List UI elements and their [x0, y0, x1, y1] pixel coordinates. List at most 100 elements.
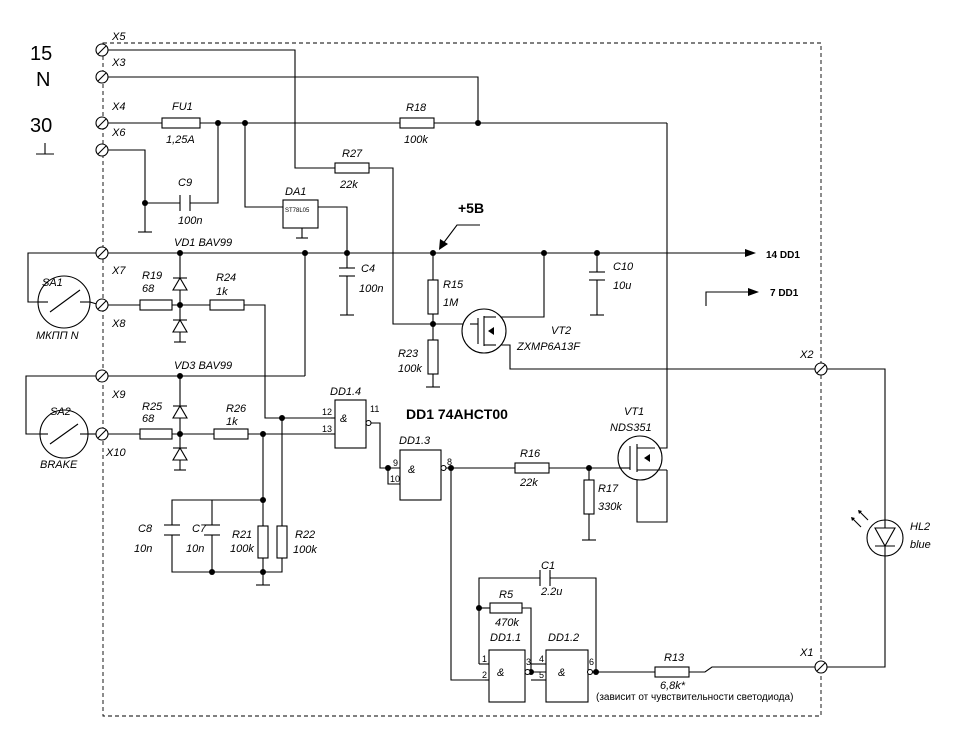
gate-dd11-symbol: &: [497, 667, 504, 679]
sa2-name: SA2: [50, 406, 71, 418]
terminal-x5: X5: [111, 31, 126, 43]
r26-body: [213, 428, 249, 440]
pin-12: 12: [322, 407, 332, 417]
hl2-name: HL2: [910, 521, 930, 533]
r24-value: 1k: [216, 286, 228, 298]
c1-value: 2.2u: [540, 586, 562, 598]
r24-name: R24: [216, 272, 236, 284]
chip-label: DD1 74AHCT00: [406, 406, 508, 422]
switch-sa1: [37, 275, 91, 329]
r17-body: [583, 479, 595, 515]
gate-dd13: [399, 449, 447, 501]
terminal-x9: X9: [111, 389, 125, 401]
r13-value: 6,8k*: [660, 680, 686, 692]
r26-value: 1k: [226, 416, 238, 428]
pin-3: 3: [526, 657, 531, 667]
terminal-x2: X2: [799, 349, 813, 361]
out14-label: 14 DD1: [766, 250, 800, 261]
pin-1: 1: [482, 654, 487, 664]
r16-name: R16: [520, 448, 541, 460]
r17-value: 330k: [598, 501, 622, 513]
terminal-x7: X7: [111, 265, 126, 277]
pin-13: 13: [322, 424, 332, 434]
fu1-name: FU1: [172, 101, 193, 113]
terminal-x4: X4: [111, 101, 125, 113]
sa2-value: BRAKE: [40, 459, 78, 471]
vt1-name: VT1: [624, 406, 644, 418]
terminal-x3: X3: [111, 57, 126, 69]
r19-body: [139, 299, 173, 311]
r18-value: 100k: [404, 134, 428, 146]
junctions: [142, 120, 600, 675]
resistor-symbols: [139, 117, 690, 678]
r19-value: 68: [142, 283, 155, 295]
sa1-name: SA1: [42, 277, 63, 289]
r25-value: 68: [142, 413, 155, 425]
vt2-name: VT2: [551, 325, 571, 337]
r13-body: [654, 666, 690, 678]
diode-symbols: [172, 276, 188, 461]
note: (зависит от чувствительности светодиода): [596, 692, 793, 703]
terminal-x8: X8: [111, 318, 126, 330]
vd3-label: VD3 BAV99: [174, 360, 232, 372]
r21-name: R21: [232, 529, 252, 541]
r21-value: 100k: [230, 543, 254, 555]
terminal-x10: X10: [105, 447, 126, 459]
pin-8: 8: [447, 457, 452, 467]
c7-name: C7: [192, 523, 207, 535]
r18-name: R18: [406, 102, 427, 114]
dd12-name: DD1.2: [548, 632, 579, 644]
da1-regulator: [282, 199, 319, 229]
dd14-name: DD1.4: [330, 386, 361, 398]
r22-value: 100k: [293, 544, 317, 556]
terminal-x1: X1: [799, 647, 813, 659]
r23-body: [427, 339, 439, 375]
vt2-value: ZXMP6A13F: [516, 341, 581, 353]
r17-name: R17: [598, 483, 619, 495]
pin-6: 6: [589, 657, 594, 667]
r5-value: 470k: [495, 617, 519, 629]
r15-value: 1M: [443, 297, 459, 309]
r27-body: [334, 162, 370, 174]
out14-arrow: [745, 249, 756, 257]
r15-name: R15: [443, 279, 464, 291]
c8-value: 10n: [134, 543, 152, 555]
r22-body: [276, 525, 288, 559]
sa1-value: МКПП N: [36, 330, 79, 342]
c4-name: C4: [361, 263, 375, 275]
led-hl2: [851, 510, 904, 557]
r19-name: R19: [142, 270, 162, 282]
r25-name: R25: [142, 401, 163, 413]
r23-value: 100k: [398, 363, 422, 375]
c7-value: 10n: [186, 543, 204, 555]
pin-9: 9: [393, 458, 398, 468]
supply-label: +5В: [458, 200, 484, 216]
pin-5: 5: [539, 670, 544, 680]
label-15: 15: [30, 43, 52, 65]
pin-4: 4: [539, 654, 544, 664]
c8-name: C8: [138, 523, 153, 535]
label-30: 30: [30, 115, 52, 137]
da1-value: ST78L05: [285, 208, 310, 214]
pin-10: 10: [390, 474, 400, 484]
out7-label: 7 DD1: [770, 288, 799, 299]
gate-dd14: [331, 399, 372, 449]
c10-value: 10u: [613, 280, 631, 292]
vt1-value: NDS351: [610, 422, 652, 434]
da1-name: DA1: [285, 186, 306, 198]
transistor-vt2: [461, 308, 507, 354]
r22-name: R22: [295, 529, 315, 541]
supply-arrow: [439, 224, 480, 250]
switch-sa2: [39, 409, 90, 459]
pin-2: 2: [482, 670, 487, 680]
board-frame: [102, 42, 822, 717]
terminal-x6: X6: [111, 127, 126, 139]
r15-body: [427, 279, 439, 315]
gate-dd11: [479, 649, 531, 703]
c9-name: C9: [178, 177, 192, 189]
c4-value: 100n: [359, 283, 383, 295]
r5-name: R5: [499, 589, 514, 601]
gate-dd14-symbol: &: [340, 413, 347, 425]
pin-11: 11: [370, 404, 379, 414]
capacitor-symbols: [164, 195, 605, 586]
